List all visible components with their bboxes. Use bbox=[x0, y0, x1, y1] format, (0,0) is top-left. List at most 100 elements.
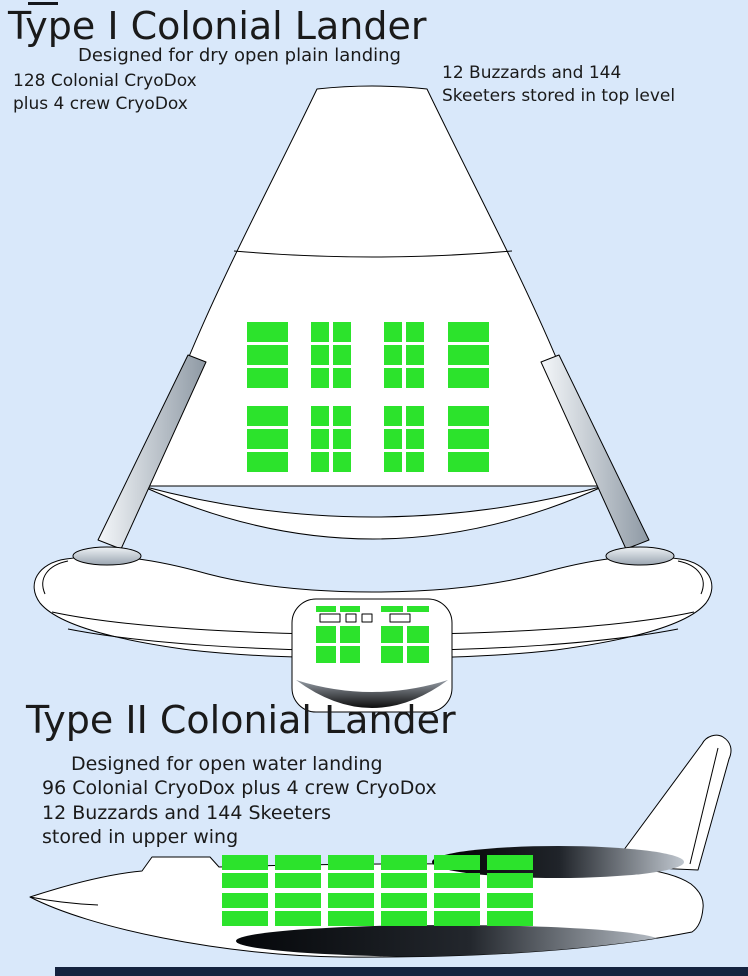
type1-lander-drawing bbox=[33, 85, 713, 713]
cargo-cell bbox=[333, 406, 351, 426]
cargo-cell bbox=[448, 322, 489, 342]
cargo-cell bbox=[406, 345, 424, 365]
type2-note-line1: 96 Colonial CryoDox plus 4 crew CryoDox bbox=[42, 777, 437, 799]
cargo-cell bbox=[311, 406, 329, 426]
cargo-cell bbox=[448, 345, 489, 365]
cargo-cell bbox=[311, 345, 329, 365]
cargo-cell bbox=[275, 893, 321, 908]
cargo-cell bbox=[384, 429, 402, 449]
cargo-cell bbox=[381, 893, 427, 908]
cargo-cell bbox=[328, 893, 374, 908]
cone-cargo-lower bbox=[247, 406, 489, 472]
cone-cargo-upper bbox=[247, 322, 489, 388]
cargo-cell bbox=[406, 452, 424, 472]
cargo-cell bbox=[275, 873, 321, 888]
cargo-cell bbox=[247, 406, 288, 426]
type2-note-line3: stored in upper wing bbox=[42, 826, 239, 849]
cargo-cell bbox=[434, 893, 480, 908]
cargo-cell bbox=[406, 368, 424, 388]
cargo-cell bbox=[406, 322, 424, 342]
top-edge-mark bbox=[28, 2, 58, 5]
cargo-cell bbox=[434, 873, 480, 888]
cargo-cell bbox=[222, 911, 268, 926]
cargo-cell bbox=[328, 855, 374, 870]
cargo-cell bbox=[384, 406, 402, 426]
type1-title: Type I Colonial Lander bbox=[8, 4, 427, 48]
foot-pad-right bbox=[605, 546, 675, 566]
wingtip-curl-left bbox=[42, 560, 69, 595]
cargo-cell bbox=[247, 345, 288, 365]
cargo-cell bbox=[381, 911, 427, 926]
cargo-cell bbox=[407, 646, 429, 663]
cargo-cell bbox=[340, 626, 360, 643]
cone-body bbox=[141, 85, 605, 487]
type1-subtitle: Designed for dry open plain landing bbox=[78, 45, 401, 66]
cargo-cell bbox=[448, 368, 489, 388]
cargo-cell bbox=[406, 406, 424, 426]
cargo-cell bbox=[381, 626, 403, 643]
wingtip-curl-right bbox=[677, 560, 704, 595]
cargo-cell bbox=[487, 893, 533, 908]
cargo-cell bbox=[340, 646, 360, 663]
type2-note-line2: 12 Buzzards and 144 Skeeters bbox=[42, 801, 332, 824]
cargo-cell bbox=[384, 368, 402, 388]
cargo-cell bbox=[487, 911, 533, 926]
cargo-cell bbox=[448, 452, 489, 472]
cargo-cell bbox=[275, 855, 321, 870]
cargo-cell bbox=[333, 368, 351, 388]
foot-pad-left bbox=[72, 546, 142, 566]
hull-bottom-shadow bbox=[236, 925, 660, 957]
cargo-cell bbox=[222, 893, 268, 908]
cargo-cell bbox=[247, 452, 288, 472]
bottom-edge-bar bbox=[55, 967, 748, 976]
cargo-cell bbox=[247, 368, 288, 388]
cargo-cell bbox=[381, 646, 403, 663]
cargo-cell bbox=[384, 452, 402, 472]
cargo-cell bbox=[333, 429, 351, 449]
cargo-cell bbox=[407, 626, 429, 643]
type1-capacity-line1: 128 Colonial CryoDox bbox=[13, 71, 197, 91]
cargo-cell bbox=[222, 873, 268, 888]
cargo-cell bbox=[328, 911, 374, 926]
cargo-cell bbox=[328, 873, 374, 888]
cargo-cell bbox=[487, 855, 533, 870]
cargo-cell bbox=[434, 911, 480, 926]
cargo-cell bbox=[247, 322, 288, 342]
pod-underside-shadow bbox=[296, 680, 448, 708]
cargo-cell bbox=[247, 429, 288, 449]
cargo-cell bbox=[384, 345, 402, 365]
cargo-cell bbox=[311, 322, 329, 342]
type1-storage-line2: Skeeters stored in top level bbox=[442, 85, 676, 106]
type1-capacity-line2: plus 4 crew CryoDox bbox=[13, 93, 188, 114]
cargo-cell bbox=[448, 406, 489, 426]
cargo-cell bbox=[275, 911, 321, 926]
cargo-cell bbox=[333, 345, 351, 365]
type1-storage-line1: 12 Buzzards and 144 bbox=[442, 63, 622, 83]
pod-hatch-3 bbox=[361, 613, 373, 623]
tail-fin-inner-line bbox=[689, 747, 719, 865]
cargo-cell bbox=[333, 322, 351, 342]
pod-hatch-2 bbox=[345, 613, 357, 623]
type1-storage-note: 12 Buzzards and 144 Skeeters stored in t… bbox=[442, 62, 675, 108]
cargo-cell bbox=[311, 429, 329, 449]
type2-title: Type II Colonial Lander bbox=[26, 698, 456, 742]
cargo-cell bbox=[316, 646, 336, 663]
hull-shading bbox=[236, 925, 660, 957]
nose-chine-line bbox=[29, 896, 99, 906]
cargo-cell bbox=[434, 855, 480, 870]
cargo-cell bbox=[381, 855, 427, 870]
cargo-cell bbox=[487, 873, 533, 888]
cargo-cell bbox=[222, 855, 268, 870]
cargo-cell bbox=[333, 452, 351, 472]
type2-cargo bbox=[222, 855, 533, 926]
cargo-cell bbox=[381, 873, 427, 888]
pod-hatch-4 bbox=[389, 613, 411, 623]
cargo-cell bbox=[311, 368, 329, 388]
type2-subtitle: Designed for open water landing bbox=[71, 753, 383, 775]
cargo-cell bbox=[406, 429, 424, 449]
cargo-cell bbox=[448, 429, 489, 449]
cargo-cell bbox=[311, 452, 329, 472]
pod-hatch-1 bbox=[319, 613, 341, 623]
type1-capacity-note: 128 Colonial CryoDox plus 4 crew CryoDox bbox=[13, 70, 197, 116]
